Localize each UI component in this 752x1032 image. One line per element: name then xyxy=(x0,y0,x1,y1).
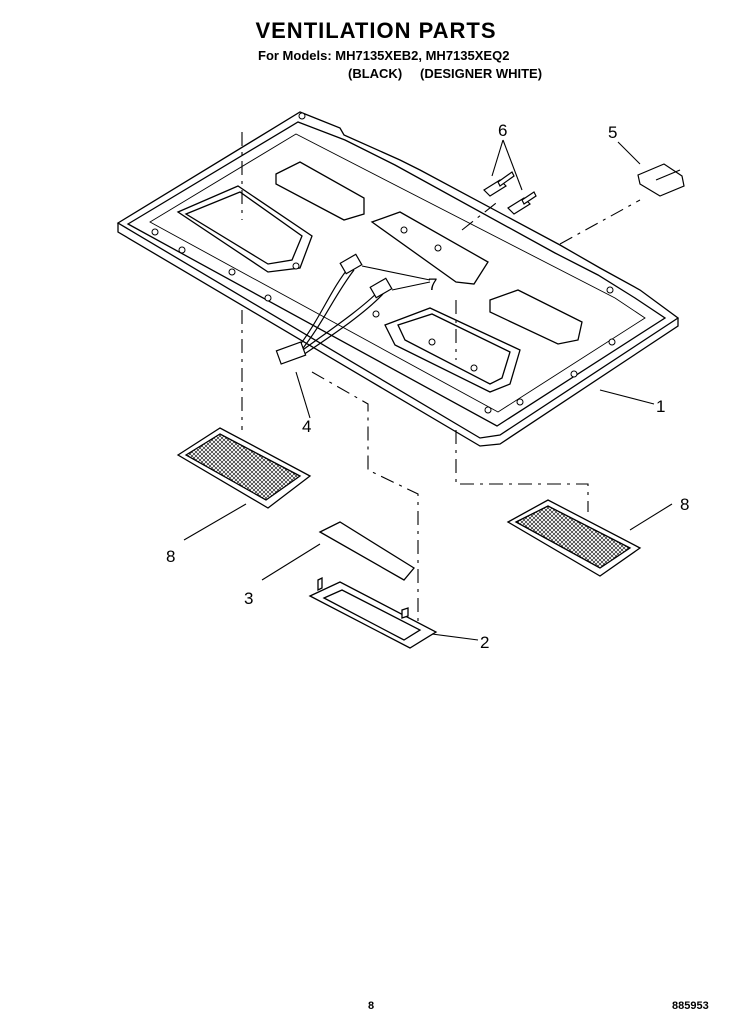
lamp-sockets xyxy=(483,171,537,215)
callout-7: 7 xyxy=(428,275,437,294)
document-number: 885953 xyxy=(672,1000,709,1012)
leader-lines xyxy=(183,139,673,641)
page-title: VENTILATION PARTS xyxy=(255,18,497,43)
page-number: 8 xyxy=(368,1000,375,1012)
alignment-lines xyxy=(241,132,641,626)
wire-harness xyxy=(275,253,393,365)
callout-2: 2 xyxy=(480,633,489,652)
grease-filter-right xyxy=(506,499,642,577)
callout-6: 6 xyxy=(498,121,507,140)
callout-labels: 1 2 3 4 5 6 7 8 8 xyxy=(166,121,689,652)
variant-white-label: (DESIGNER WHITE) xyxy=(420,66,543,81)
switch-part xyxy=(637,163,685,197)
variant-black-label: (BLACK) xyxy=(348,66,403,81)
callout-5: 5 xyxy=(608,123,617,142)
grease-filter-left xyxy=(176,427,312,509)
callout-1: 1 xyxy=(656,397,665,416)
callout-3: 3 xyxy=(244,589,253,608)
lamp-lens xyxy=(318,521,415,581)
vent-plate xyxy=(116,111,680,447)
callout-8-left: 8 xyxy=(166,547,175,566)
light-frame xyxy=(308,576,438,649)
callout-8-right: 8 xyxy=(680,495,689,514)
model-list: For Models: MH7135XEB2, MH7135XEQ2 xyxy=(258,48,510,63)
callout-4: 4 xyxy=(302,417,311,436)
